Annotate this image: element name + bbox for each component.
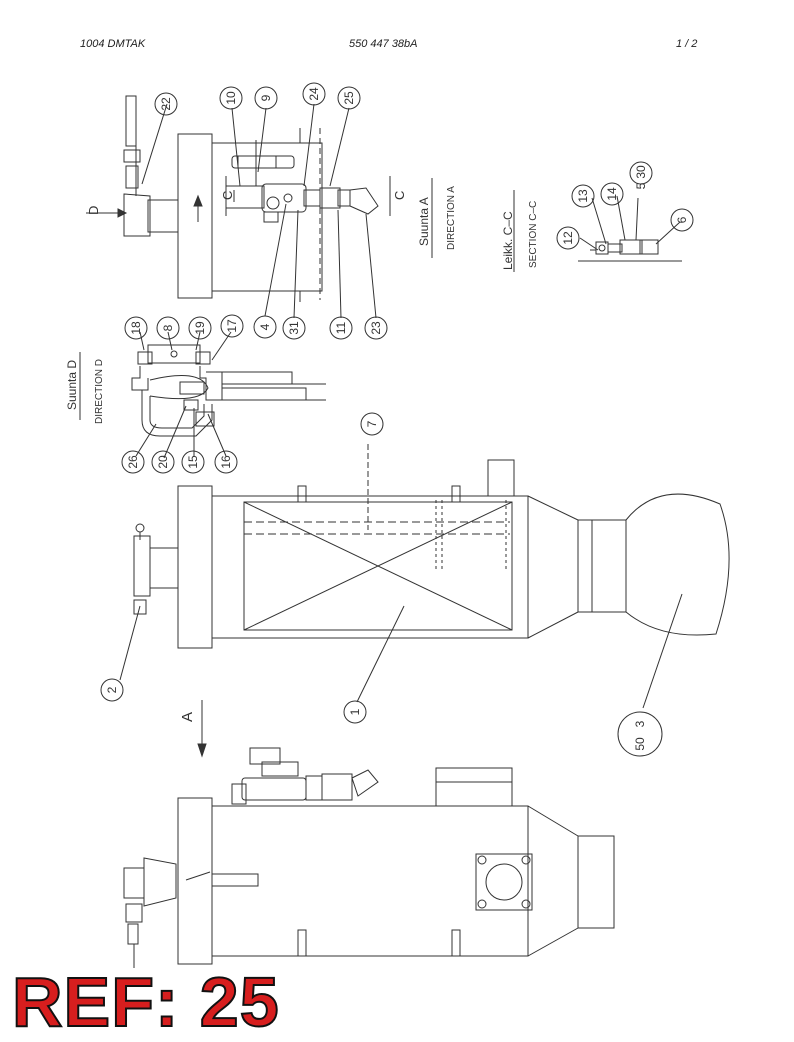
balloon-4: 4 xyxy=(258,323,272,330)
balloon-6: 6 xyxy=(675,216,689,223)
header-part-number: 550 447 38bA xyxy=(349,38,418,50)
top-view xyxy=(86,95,391,319)
ref-label: REF: 25 xyxy=(11,962,280,1042)
marker-c-top: C xyxy=(220,191,235,200)
balloon-31: 31 xyxy=(287,321,301,335)
header-doc-code: 1004 DMTAK xyxy=(80,38,146,50)
balloon-50: 50 xyxy=(633,737,647,751)
label-suunta-d: Suunta D xyxy=(65,360,79,410)
balloon-15: 15 xyxy=(186,455,200,469)
balloon-labels: 22 10 9 24 25 4 31 11 23 13 14 5 30 6 12… xyxy=(105,87,689,751)
balloon-5: 5 xyxy=(634,182,648,189)
marker-c-bottom: C xyxy=(392,191,407,200)
balloon-26: 26 xyxy=(126,455,140,469)
label-section-cc: SECTION C–C xyxy=(528,201,539,268)
side-view xyxy=(119,444,730,709)
section-cc-view xyxy=(513,190,682,272)
balloon-16: 16 xyxy=(219,455,233,469)
marker-d: D xyxy=(86,206,101,215)
bottom-view xyxy=(123,747,615,968)
label-suunta-a: Suunta A xyxy=(417,197,431,246)
balloon-9: 9 xyxy=(259,94,273,101)
balloon-8: 8 xyxy=(161,324,175,331)
view-d xyxy=(79,331,326,459)
balloon-14: 14 xyxy=(605,187,619,201)
balloon-17: 17 xyxy=(225,319,239,333)
balloon-13: 13 xyxy=(576,189,590,203)
balloon-3: 3 xyxy=(633,720,647,727)
balloon-20: 20 xyxy=(156,455,170,469)
balloon-18: 18 xyxy=(129,321,143,335)
label-direction-d: DIRECTION D xyxy=(94,359,105,424)
reference-balloons xyxy=(100,82,694,757)
marker-a: A xyxy=(179,712,196,722)
balloon-23: 23 xyxy=(369,321,383,335)
header-page-number: 1 / 2 xyxy=(676,38,698,50)
balloon-24: 24 xyxy=(307,87,321,101)
balloon-10: 10 xyxy=(224,91,238,105)
balloon-12: 12 xyxy=(561,231,575,245)
balloon-7: 7 xyxy=(365,420,379,427)
balloon-11: 11 xyxy=(334,321,348,334)
label-leikk-cc: Leikk. C–C xyxy=(501,211,515,270)
label-direction-a: DIRECTION A xyxy=(446,186,457,250)
balloon-19: 19 xyxy=(193,321,207,335)
balloon-25: 25 xyxy=(342,91,356,105)
balloon-1: 1 xyxy=(348,708,362,715)
balloon-22: 22 xyxy=(159,97,173,111)
balloon-2: 2 xyxy=(105,686,119,693)
balloon-30: 30 xyxy=(634,165,648,179)
view-labels: Suunta A DIRECTION A Suunta D DIRECTION … xyxy=(65,186,539,722)
